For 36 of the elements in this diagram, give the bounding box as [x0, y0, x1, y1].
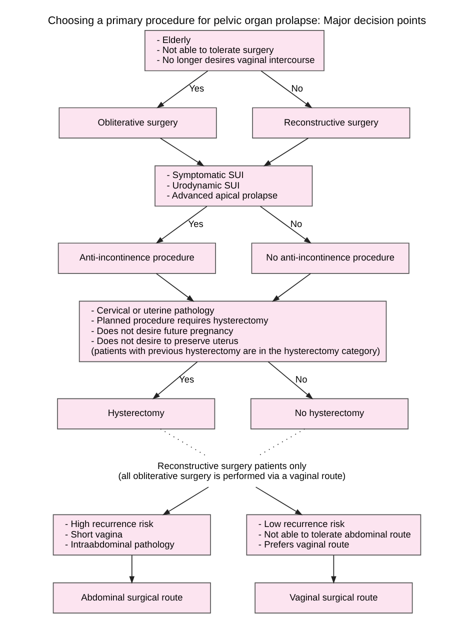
arrow	[162, 486, 209, 516]
node-box: - High recurrence risk - Short vagina - Intraabdominal pathology	[52, 514, 211, 556]
arrow	[260, 70, 312, 108]
arrow	[260, 206, 312, 244]
arrow	[331, 554, 336, 584]
node-box: Reconstructive surgery	[252, 107, 410, 138]
arrow	[255, 486, 303, 516]
edge-label: Yes	[188, 218, 204, 229]
connector	[160, 428, 208, 458]
arrow	[129, 554, 135, 584]
arrow	[156, 70, 208, 108]
arrow	[152, 361, 198, 400]
edge-label: Yes	[189, 84, 204, 94]
node-box: Hysterectomy	[57, 398, 216, 430]
arrow	[156, 206, 208, 244]
arrow	[272, 273, 312, 302]
arrow	[263, 138, 309, 166]
arrow	[160, 138, 204, 166]
node-box: - Elderly - Not able to tolerate surgery - No longer desires vaginal intercourse	[144, 30, 324, 72]
node-box: - Cervical or uterine pathology - Planned procedure requires hysterectomy - Does not desire future pregnancy - Does not desire to preserve uterus (patients with previous hysterectomy are in the hysterectomy category)	[78, 300, 387, 362]
node-box: Anti-incontinence procedure	[58, 242, 216, 274]
node-box: Vaginal surgical route	[254, 582, 413, 614]
diagram-title: Choosing a primary procedure for pelvic organ prolapse: Major decision points	[48, 15, 426, 28]
node-text: Reconstructive surgery patients only (all obliterative surgery is performed via a vaginal route)	[118, 461, 346, 482]
node-box: - Symptomatic SUI - Urodynamic SUI - Advanced apical prolapse	[154, 165, 313, 207]
edge-label: No	[291, 84, 304, 94]
edge-label: No	[295, 374, 308, 385]
node-box: - Low recurrence risk - Not able to tolerate abdominal route - Prefers vaginal route	[246, 514, 422, 556]
node-box: Obliterative surgery	[58, 107, 217, 138]
node-box: No hysterectomy	[250, 398, 409, 430]
node-box: Abdominal surgical route	[52, 582, 211, 614]
edge-label: No	[290, 218, 302, 229]
node-box: No anti-incontinence procedure	[251, 242, 410, 274]
edge-label: Yes	[179, 374, 194, 385]
arrow	[268, 361, 314, 400]
arrow	[156, 273, 194, 302]
